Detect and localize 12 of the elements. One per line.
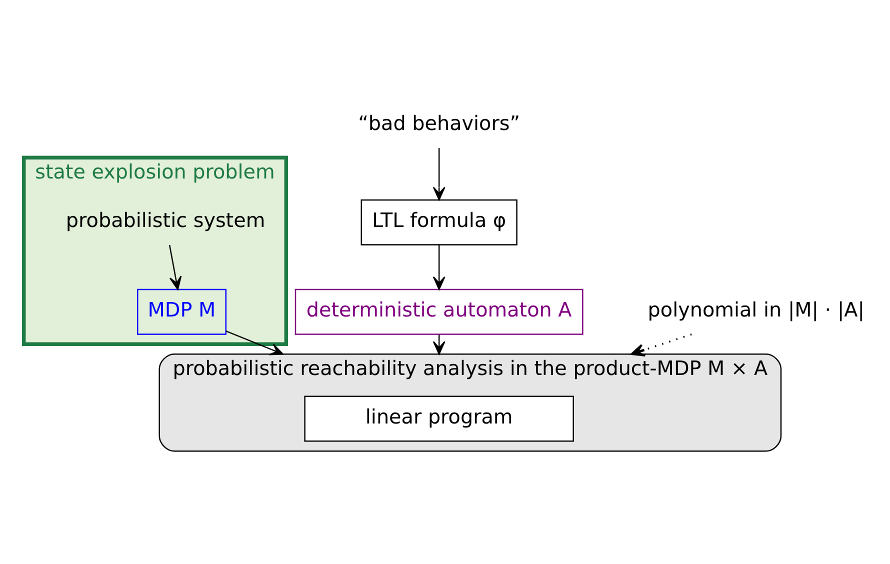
node-box: deterministic automaton A — [294, 288, 584, 335]
node-box: linear program — [304, 396, 574, 442]
arrow — [226, 330, 284, 356]
node-text: polynomial in |M| · |A| — [648, 298, 864, 322]
node-text: probabilistic system — [66, 209, 266, 232]
arrow — [432, 148, 446, 200]
node-text: “bad behaviors” — [358, 112, 520, 136]
arrow — [630, 333, 692, 356]
arrow — [432, 245, 446, 290]
arrow — [168, 244, 182, 290]
node-box: MDP M — [136, 288, 226, 335]
node-box: LTL formula φ — [360, 199, 518, 246]
